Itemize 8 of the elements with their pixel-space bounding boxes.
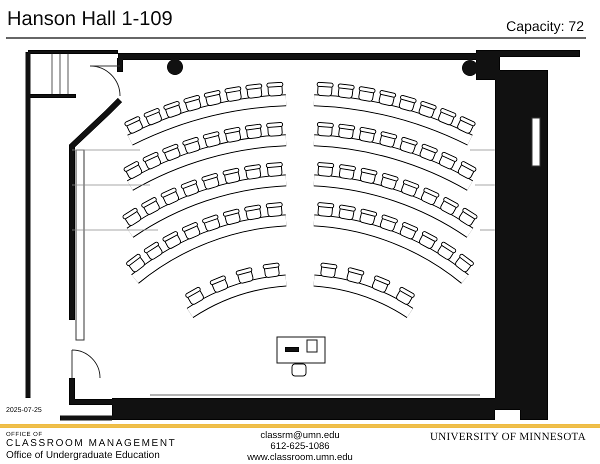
email-address: classrm@umn.edu: [260, 430, 340, 441]
room-title: Hanson Hall 1-109: [7, 8, 173, 31]
office-label: CLASSROOM MANAGEMENT: [6, 438, 176, 449]
university-name: UNIVERSITY OF MINNESOTA: [430, 431, 586, 443]
office-label: Office of Undergraduate Education: [6, 450, 160, 461]
web-address: www.classroom.umn.edu: [247, 452, 353, 463]
phone-number: 612-625-1086: [270, 441, 330, 452]
capacity-label: Capacity: 72: [506, 18, 584, 34]
